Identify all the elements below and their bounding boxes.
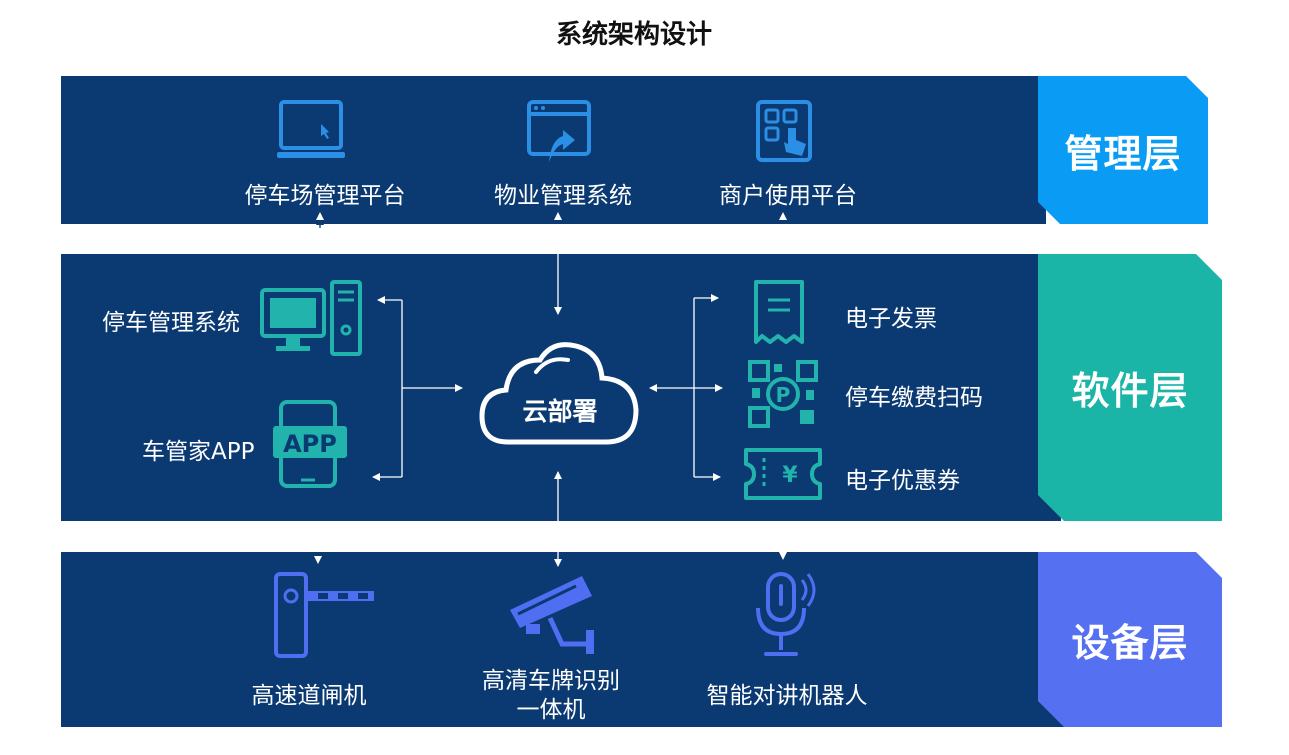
mobile-app-icon: APP xyxy=(273,400,347,488)
device-layer-band xyxy=(61,552,1136,727)
cloud-deployment-label: 云部署 xyxy=(522,397,598,426)
microphone-icon xyxy=(756,572,816,656)
device-item-barrier-gate: 高速道闸机 xyxy=(251,683,367,709)
device-item-plate-recognition: 高清车牌识别 xyxy=(482,668,620,694)
software-item-car-app: 车管家APP xyxy=(142,439,255,465)
software-item-parking-management: 停车管理系统 xyxy=(102,310,240,336)
software-item-e-invoice: 电子发票 xyxy=(845,306,937,332)
yen-symbol: ¥ xyxy=(782,463,798,488)
tablet-touch-icon xyxy=(756,100,812,162)
cloud-icon xyxy=(479,342,639,445)
app-icon-text: APP xyxy=(283,430,337,458)
device-item-plate-recognition-line2: 一体机 xyxy=(516,697,586,723)
device-layer-tag: 设备层 xyxy=(1038,552,1222,727)
coupon-icon: ¥ xyxy=(744,448,822,500)
device-item-intercom-robot: 智能对讲机器人 xyxy=(706,683,868,709)
device-layer-label: 设备层 xyxy=(1071,621,1189,665)
management-item-property-system: 物业管理系统 xyxy=(494,183,632,209)
page-title: 系统架构设计 xyxy=(555,20,712,50)
desktop-computer-icon xyxy=(260,280,362,356)
management-layer-tag: 管理层 xyxy=(1038,76,1208,224)
browser-upload-icon xyxy=(527,100,591,162)
parking-qr-icon: P xyxy=(748,360,818,428)
management-item-merchant-platform: 商户使用平台 xyxy=(719,183,857,209)
software-item-e-coupon: 电子优惠券 xyxy=(845,468,960,494)
management-layer-label: 管理层 xyxy=(1064,131,1182,176)
barrier-gate-icon xyxy=(274,572,374,658)
monitor-icon xyxy=(277,100,345,158)
software-layer-label: 软件层 xyxy=(1071,369,1189,413)
management-item-parking-platform: 停车场管理平台 xyxy=(244,183,406,209)
software-layer-tag: 软件层 xyxy=(1038,254,1222,521)
software-item-pay-scan: 停车缴费扫码 xyxy=(845,385,983,411)
receipt-icon xyxy=(754,280,804,344)
cctv-camera-icon xyxy=(510,576,594,654)
parking-p-text: P xyxy=(776,383,791,407)
